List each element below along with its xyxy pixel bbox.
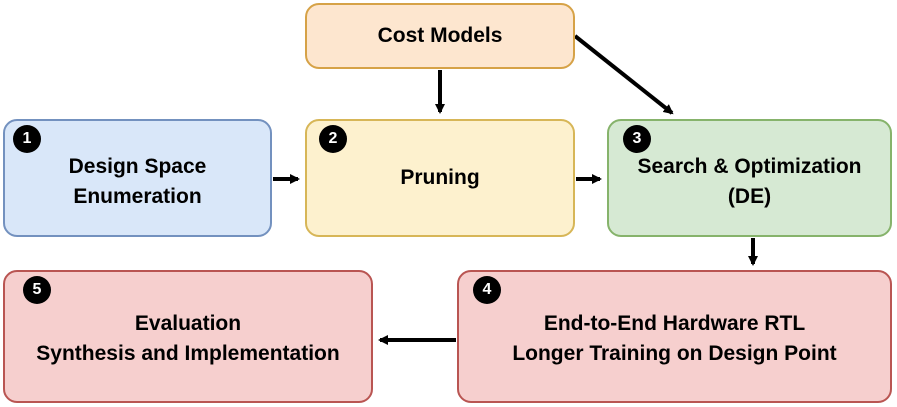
- e2e-label-line-2: Longer Training on Design Point: [512, 341, 837, 365]
- eval-label-line-1: Evaluation: [134, 311, 242, 335]
- arrow-cost-to-search: [573, 34, 674, 115]
- end-to-end-hardware-node: 4 End-to-End Hardware RTL Longer Trainin…: [457, 270, 892, 403]
- step-badge-5: 5: [23, 276, 51, 304]
- step-badge-4: 4: [473, 276, 501, 304]
- step-badge-2: 2: [319, 125, 347, 153]
- step-badge-1: 1: [13, 125, 41, 153]
- search-label-line-2: (DE): [727, 185, 772, 208]
- dse-label-line-1: Design Space: [68, 155, 207, 178]
- pruning-label: Pruning: [400, 166, 480, 189]
- pruning-node: 2 Pruning: [305, 119, 575, 237]
- evaluation-node: 5 Evaluation Synthesis and Implementatio…: [3, 270, 373, 403]
- search-optimization-node: 3 Search & Optimization (DE): [607, 119, 892, 237]
- search-label-line-1: Search & Optimization: [637, 155, 862, 178]
- design-space-enumeration-node: 1 Design Space Enumeration: [3, 119, 272, 237]
- eval-label-line-2: Synthesis and Implementation: [36, 341, 340, 365]
- e2e-label-line-1: End-to-End Hardware RTL: [543, 311, 806, 335]
- cost-models-label: Cost Models: [377, 24, 503, 47]
- dse-label-line-2: Enumeration: [73, 185, 202, 208]
- cost-models-node: Cost Models: [305, 3, 575, 69]
- step-badge-3: 3: [623, 125, 651, 153]
